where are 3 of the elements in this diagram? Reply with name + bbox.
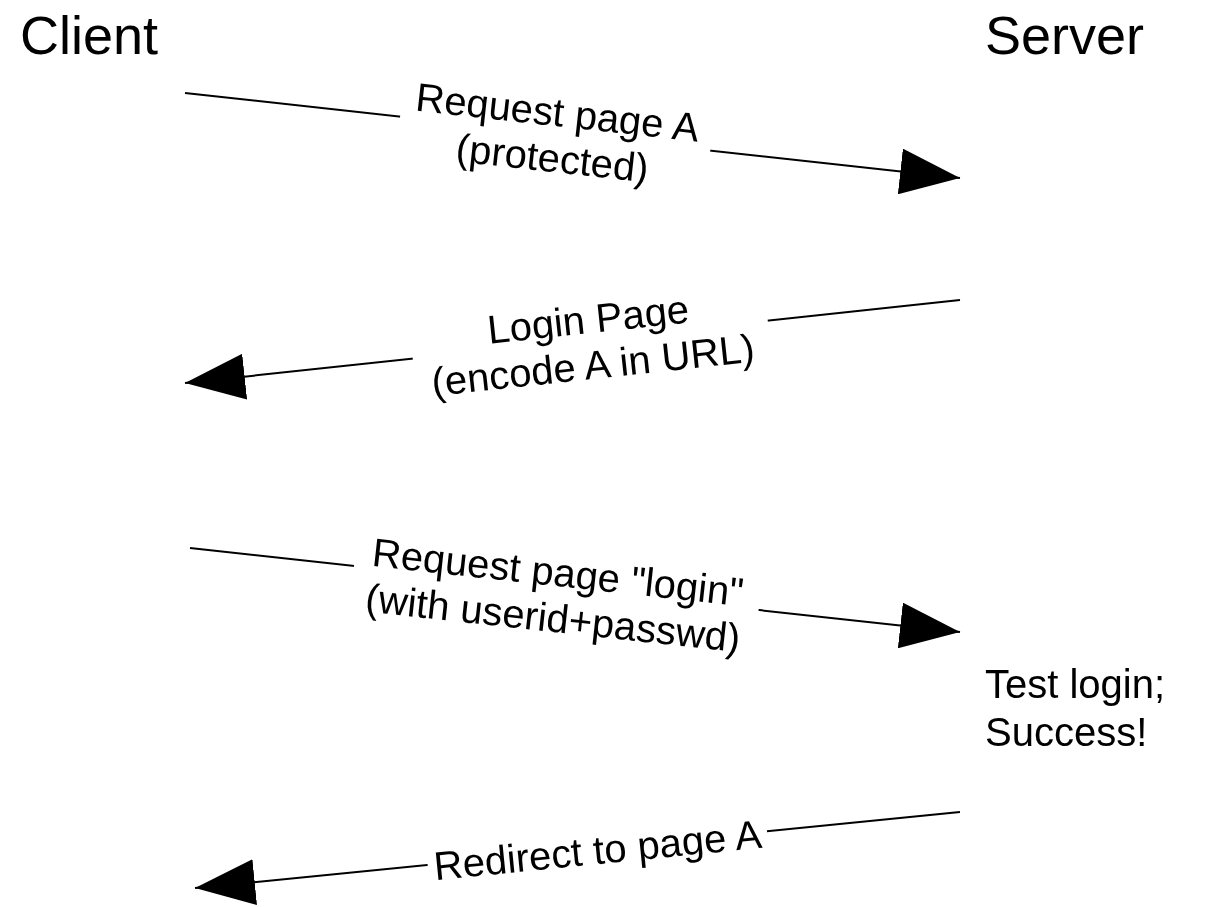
process-note: Test login; Success! <box>985 661 1167 756</box>
lifeline-header: Server <box>985 8 1145 62</box>
lifeline-header: Client <box>20 8 159 62</box>
